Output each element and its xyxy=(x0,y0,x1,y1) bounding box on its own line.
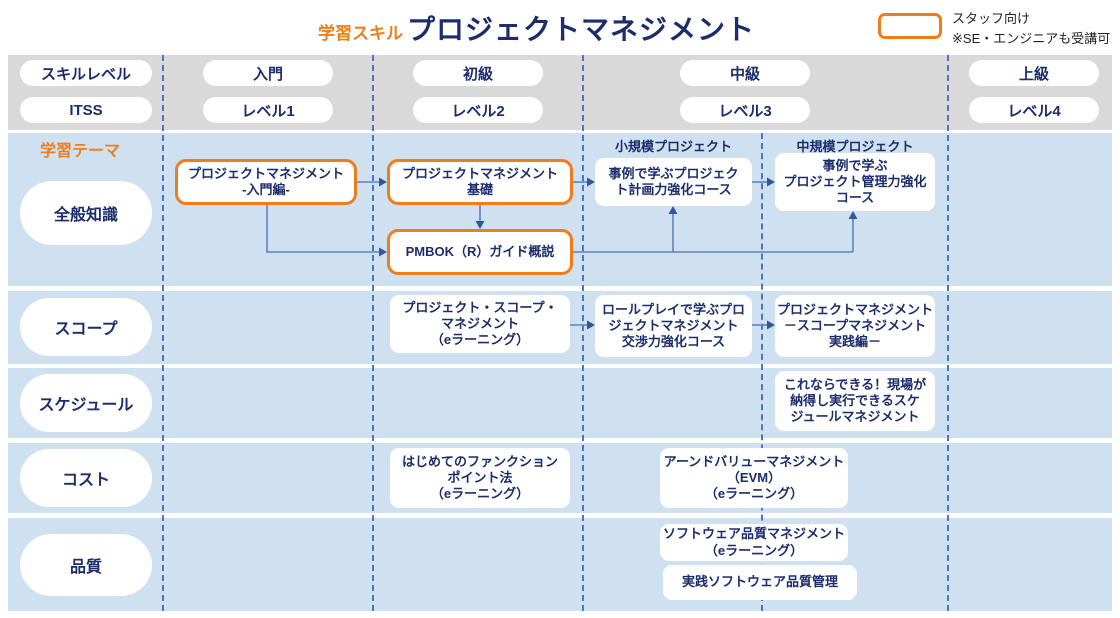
course-box-case-planning[interactable]: 事例で学ぶプロジェク ト計画力強化コース xyxy=(595,158,752,206)
header-pill-level4: レベル4 xyxy=(969,97,1099,123)
header-pill-advanced: 上級 xyxy=(969,60,1099,86)
course-box-function-point[interactable]: はじめてのファンクション ポイント法 （eラーニング） xyxy=(390,448,570,508)
header-pill-beginner: 初級 xyxy=(413,60,543,86)
course-box-roleplay-negotiation[interactable]: ロールプレイで学ぶプロ ジェクトマネジメント 交渉力強化コース xyxy=(595,295,752,357)
course-box-sw-quality[interactable]: ソフトウェア品質マネジメント （eラーニング） xyxy=(660,524,848,561)
legend-line-2: ※SE・エンジニアも受講可 xyxy=(952,30,1111,46)
theme-quality: 品質 xyxy=(20,534,152,596)
group-label-small-project: 小規模プロジェクト xyxy=(614,139,732,154)
column-divider xyxy=(582,55,584,611)
theme-scope: スコープ xyxy=(20,298,152,356)
theme-column-label: 学習テーマ xyxy=(40,143,121,160)
column-divider xyxy=(761,133,763,611)
legend-line-1: スタッフ向け xyxy=(952,11,1031,26)
course-box-schedule-management[interactable]: これならできる！現場が 納得し実行できるスケ ジュールマネジメント xyxy=(775,371,935,431)
course-box-scope-practice[interactable]: プロジェクトマネジメント －スコープマネジメント 実践編－ xyxy=(775,295,935,357)
column-divider xyxy=(162,55,164,611)
theme-cost: コスト xyxy=(20,449,152,507)
course-box-sw-quality-practice[interactable]: 実践ソフトウェア品質管理 xyxy=(663,565,857,600)
header-pill-intermediate: 中級 xyxy=(680,60,810,86)
header-pill-level1: レベル1 xyxy=(203,97,333,123)
theme-general-knowledge: 全般知識 xyxy=(20,181,152,245)
header-pill-itss: ITSS xyxy=(20,97,152,123)
column-divider xyxy=(947,55,949,611)
course-box-pmbok-guide[interactable]: PMBOK（R）ガイド概説 xyxy=(387,229,573,275)
header-pill-skill-level: スキルレベル xyxy=(20,60,152,86)
theme-schedule: スケジュール xyxy=(20,374,152,432)
course-box-case-management[interactable]: 事例で学ぶ プロジェクト管理力強化 コース xyxy=(775,153,935,211)
header-pill-level2: レベル2 xyxy=(413,97,543,123)
page-title: プロジェクトマネジメント xyxy=(407,14,756,45)
course-box-pm-basic[interactable]: プロジェクトマネジメント 基礎 xyxy=(387,159,573,205)
group-label-medium-project: 中規模プロジェクト xyxy=(796,139,914,154)
header-pill-level3: レベル3 xyxy=(680,97,810,123)
legend-text: スタッフ向け ※SE・エンジニアも受講可 xyxy=(952,9,1110,48)
row-quality xyxy=(8,518,1112,611)
category-label: 学習スキル xyxy=(318,24,403,43)
column-divider xyxy=(372,55,374,611)
course-box-scope-elearning[interactable]: プロジェクト・スコープ・ マネジメント （eラーニング） xyxy=(390,295,570,353)
legend-orange-box xyxy=(878,13,942,39)
course-box-evm[interactable]: アーンドバリューマネジメント （EVM） （eラーニング） xyxy=(660,448,848,508)
course-box-pm-intro[interactable]: プロジェクトマネジメント -入門編- xyxy=(175,159,357,205)
header-pill-introductory: 入門 xyxy=(203,60,333,86)
matrix-header-band xyxy=(8,55,1112,130)
